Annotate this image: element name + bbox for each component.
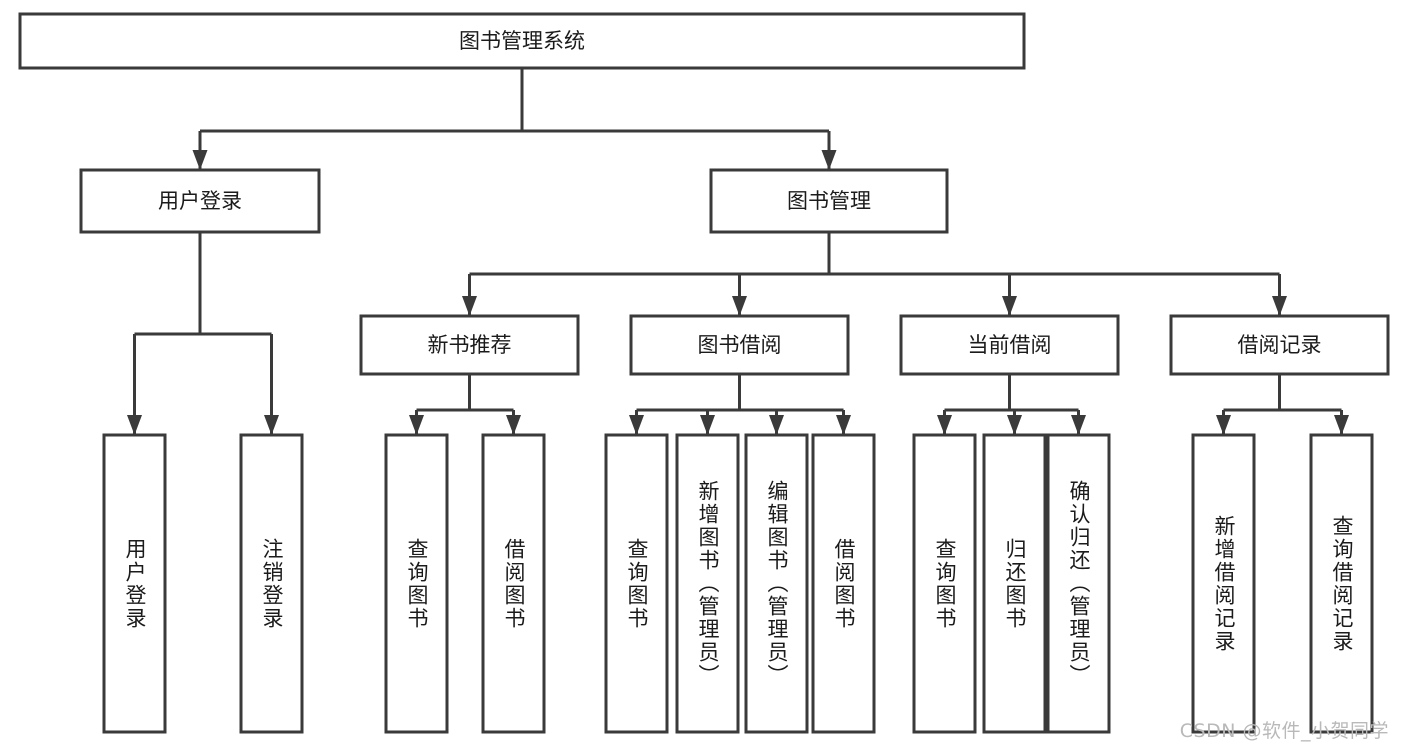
group-借阅记录-to-leaves-arrow-1 — [1334, 415, 1349, 435]
group-图书借阅-to-leaves-arrow-1 — [700, 415, 715, 435]
root-to-level2-arrow-1 — [821, 150, 837, 170]
node-leaf-11-新增借阅记录[interactable] — [1191, 433, 1256, 734]
node-level2-label-1: 图书管理 — [787, 189, 871, 213]
group-当前借阅-to-leaves-arrow-1 — [1007, 415, 1022, 435]
node-leaf-8-查询图书[interactable] — [912, 433, 977, 734]
user-login-to-leaves-arrow-1 — [264, 415, 279, 435]
group-图书借阅-to-leaves-arrow-0 — [629, 415, 644, 435]
node-leaf-10-确认归还管理员[interactable] — [1046, 433, 1111, 734]
node-leaf-4-查询图书[interactable] — [604, 433, 669, 734]
book-mgmt-to-level3-arrow-2 — [1002, 296, 1017, 316]
user-login-to-leaves-arrow-0 — [127, 415, 142, 435]
node-level3-label-0: 新书推荐 — [428, 333, 512, 357]
node-level3-label-1: 图书借阅 — [698, 333, 782, 357]
node-leaf-3-借阅图书[interactable] — [481, 433, 546, 734]
book-mgmt-to-level3-arrow-1 — [732, 296, 747, 316]
node-leaf-6-编辑图书管理员[interactable] — [744, 433, 809, 734]
node-root-图书管理系统[interactable] — [18, 12, 1026, 70]
node-leaf-12-查询借阅记录[interactable] — [1309, 433, 1374, 734]
node-level2-label-0: 用户登录 — [158, 189, 242, 213]
node-level3-借阅记录[interactable] — [1169, 314, 1390, 376]
node-root-label: 图书管理系统 — [459, 29, 585, 53]
node-level2-用户登录[interactable] — [79, 168, 321, 234]
group-当前借阅-to-leaves-arrow-0 — [937, 415, 952, 435]
node-leaf-7-借阅图书[interactable] — [811, 433, 876, 734]
node-level3-label-3: 借阅记录 — [1238, 333, 1322, 357]
node-level2-图书管理[interactable] — [709, 168, 949, 234]
group-借阅记录-to-leaves-arrow-0 — [1216, 415, 1231, 435]
node-level3-图书借阅[interactable] — [629, 314, 850, 376]
node-leaf-2-查询图书[interactable] — [384, 433, 449, 734]
node-level3-label-2: 当前借阅 — [968, 333, 1052, 357]
group-当前借阅-to-leaves-arrow-2 — [1071, 415, 1086, 435]
book-mgmt-to-level3-arrow-0 — [462, 296, 477, 316]
book-mgmt-to-level3-arrow-3 — [1272, 296, 1287, 316]
node-level3-当前借阅[interactable] — [899, 314, 1120, 376]
node-leaf-1-注销登录[interactable] — [239, 433, 304, 734]
node-level3-新书推荐[interactable] — [359, 314, 580, 376]
group-新书推荐-to-leaves-arrow-1 — [506, 415, 521, 435]
group-新书推荐-to-leaves-arrow-0 — [409, 415, 424, 435]
root-to-level2-arrow-0 — [192, 150, 208, 170]
group-图书借阅-to-leaves-arrow-3 — [836, 415, 851, 435]
node-leaf-9-归还图书[interactable] — [982, 433, 1047, 734]
group-图书借阅-to-leaves-arrow-2 — [769, 415, 784, 435]
node-leaf-5-新增图书管理员[interactable] — [675, 433, 740, 734]
node-leaf-0-用户登录[interactable] — [102, 433, 167, 734]
watermark-text: CSDN @软件_小贺同学 — [1179, 720, 1389, 742]
